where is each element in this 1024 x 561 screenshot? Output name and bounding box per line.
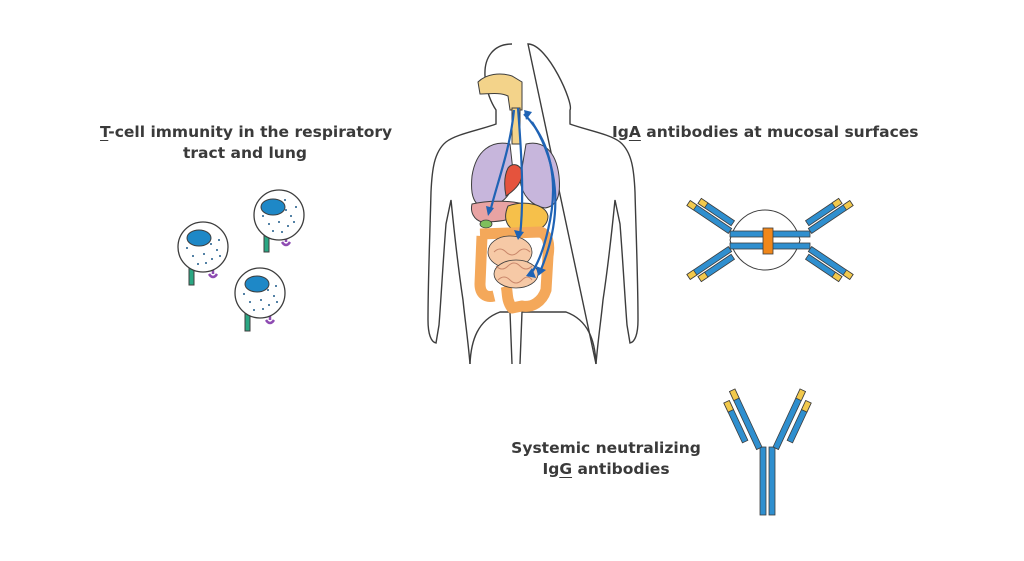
iga-rest: antibodies at mucosal surfaces [640,123,919,141]
tcell-underlined-t: T [100,123,109,141]
igg-rest: antibodies [572,460,670,478]
flow-arrows [488,107,557,277]
large-intestine [479,226,555,314]
igg-label-line1: Systemic neutralizing [511,439,701,457]
heart [504,164,523,197]
igg-label-line2: IgG antibodies [508,459,704,480]
tcell-label-line1-rest: -cell immunity in the respiratory [108,123,393,141]
airway [477,73,523,111]
left-lung [471,142,515,209]
iga-label: IgA antibodies at mucosal surfaces [612,122,919,143]
igg-prefix: Ig [542,460,560,478]
t-cell-2 [177,221,229,286]
human-body [427,43,639,365]
t-cell-3 [234,267,286,332]
iga-antibody [686,197,854,283]
iga-underlined-a: A [628,123,641,141]
igg-antibody [723,388,812,516]
tcell-immunity-label: T-cell immunity in the respiratory tract… [100,122,393,164]
t-cells [177,189,305,332]
tcell-label-line2: tract and lung [183,144,307,162]
iga-label-line: IgA antibodies at mucosal surfaces [612,122,919,143]
iga-prefix: Ig [612,123,629,141]
small-intestine [487,235,539,289]
body-outline [427,43,639,365]
t-cell-1 [253,189,305,253]
igg-label: Systemic neutralizing IgG antibodies [508,438,704,480]
igg-underlined-g: G [559,460,573,478]
flow-arrowheads [486,110,546,278]
tcell-label-line1: T-cell immunity in the respiratory [100,122,393,143]
